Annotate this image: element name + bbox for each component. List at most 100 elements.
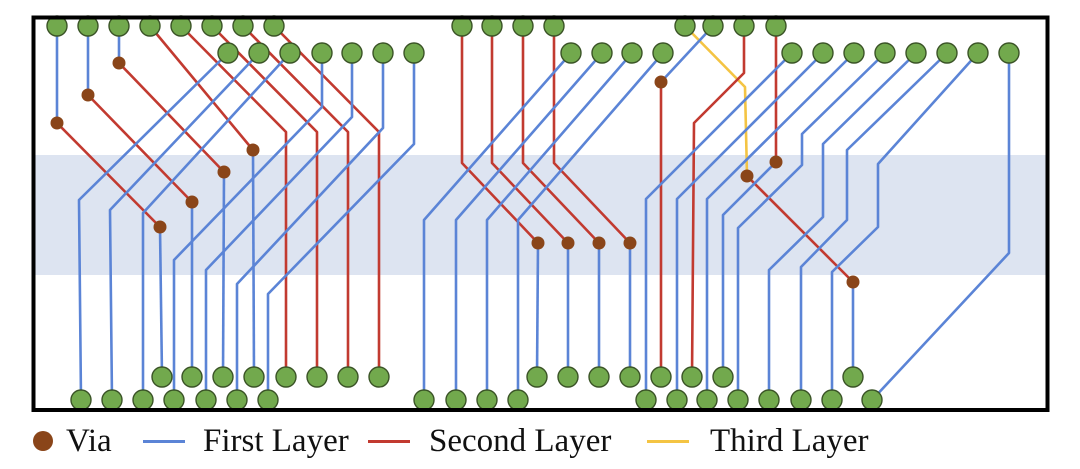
via xyxy=(531,236,545,250)
second-layer-trace xyxy=(746,175,854,283)
first-layer-trace xyxy=(516,52,664,400)
pad xyxy=(812,42,834,64)
legend: Via First Layer Second Layer Third Layer xyxy=(0,418,1080,464)
pad xyxy=(445,389,467,411)
first-layer-trace xyxy=(535,242,540,378)
board-frame xyxy=(31,15,1050,412)
legend-item-third-layer: Third Layer xyxy=(647,418,869,464)
first-layer-trace xyxy=(675,52,824,400)
pad xyxy=(650,366,672,388)
first-layer-trace xyxy=(485,52,633,400)
second-layer-trace xyxy=(690,26,746,378)
pad xyxy=(588,366,610,388)
legend-item-via: Via xyxy=(33,418,112,464)
legend-item-second-layer: Second Layer xyxy=(368,418,611,464)
pad xyxy=(195,389,217,411)
traces-group xyxy=(55,25,1011,401)
second-layer-trace xyxy=(56,122,161,228)
first-layer-trace xyxy=(108,52,260,401)
pad xyxy=(727,389,749,411)
pad xyxy=(712,366,734,388)
first-layer-trace xyxy=(644,52,793,400)
via xyxy=(246,143,260,157)
pad xyxy=(275,366,297,388)
first-layer-trace xyxy=(830,52,979,400)
pad xyxy=(257,389,279,411)
pad xyxy=(476,389,498,411)
first-layer-swatch-icon xyxy=(143,439,185,443)
legend-item-first-layer: First Layer xyxy=(143,418,349,464)
pad xyxy=(821,389,843,411)
first-layer-trace xyxy=(660,25,714,83)
pad xyxy=(621,42,643,64)
pad xyxy=(163,389,185,411)
legend-label: Via xyxy=(66,423,112,459)
pad xyxy=(696,389,718,411)
via xyxy=(561,236,575,250)
pad xyxy=(652,42,674,64)
second-layer-trace xyxy=(490,26,569,244)
via xyxy=(654,75,668,89)
first-layer-trace xyxy=(736,52,886,400)
routing-diagram xyxy=(31,15,1050,412)
via xyxy=(217,165,231,179)
pad xyxy=(936,42,958,64)
pad xyxy=(243,366,265,388)
via xyxy=(846,275,860,289)
via xyxy=(769,155,783,169)
pad xyxy=(311,42,333,64)
pad xyxy=(781,42,803,64)
pad xyxy=(619,366,641,388)
first-layer-trace xyxy=(77,52,229,401)
pad xyxy=(306,366,328,388)
third-layer-swatch-icon xyxy=(647,439,689,443)
pad xyxy=(181,366,203,388)
pad xyxy=(635,389,657,411)
pad xyxy=(526,366,548,388)
pad xyxy=(666,389,688,411)
pad xyxy=(874,42,896,64)
via xyxy=(185,195,199,209)
legend-label: Third Layer xyxy=(710,423,869,459)
via xyxy=(153,220,167,234)
pad xyxy=(70,389,92,411)
legend-label: Second Layer xyxy=(429,423,612,459)
second-layer-swatch-icon xyxy=(368,439,410,443)
pad xyxy=(341,42,363,64)
via xyxy=(81,88,95,102)
pad xyxy=(560,42,582,64)
pad xyxy=(226,389,248,411)
pad xyxy=(248,42,270,64)
pad xyxy=(279,42,301,64)
via xyxy=(112,56,126,70)
first-layer-trace xyxy=(251,149,256,378)
via xyxy=(623,236,637,250)
second-layer-trace xyxy=(242,25,350,377)
pad xyxy=(101,389,123,411)
pad xyxy=(905,42,927,64)
first-layer-trace xyxy=(871,53,1011,401)
second-layer-trace xyxy=(521,26,600,244)
pad xyxy=(557,366,579,388)
pad xyxy=(842,366,864,388)
legend-label: First Layer xyxy=(203,423,349,459)
second-layer-trace xyxy=(148,25,255,151)
pad xyxy=(967,42,989,64)
first-layer-trace xyxy=(266,53,416,400)
first-layer-trace xyxy=(454,52,603,400)
first-layer-trace xyxy=(141,52,291,400)
pad xyxy=(368,366,390,388)
first-layer-trace xyxy=(172,53,324,400)
second-layer-trace xyxy=(211,25,319,377)
first-layer-trace xyxy=(767,52,917,400)
first-layer-trace xyxy=(235,53,385,400)
first-layer-trace xyxy=(422,52,572,400)
via xyxy=(740,169,754,183)
second-layer-trace xyxy=(87,94,193,203)
pad xyxy=(843,42,865,64)
pads-group xyxy=(46,15,1020,411)
pad xyxy=(413,389,435,411)
second-layer-trace xyxy=(118,62,225,173)
first-layer-trace xyxy=(204,53,354,400)
vias-group xyxy=(50,56,860,289)
